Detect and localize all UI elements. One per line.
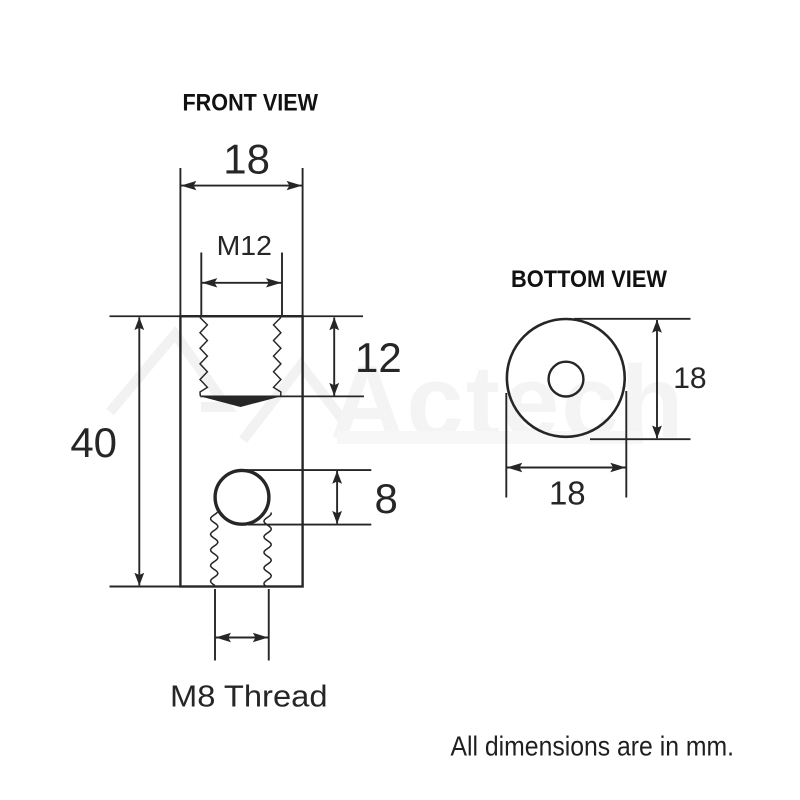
svg-text:M12: M12 (217, 230, 272, 261)
svg-text:18: 18 (223, 136, 270, 183)
svg-text:M8 Thread: M8 Thread (170, 678, 328, 713)
svg-text:BOTTOM VIEW: BOTTOM VIEW (511, 266, 668, 293)
svg-text:12: 12 (355, 334, 402, 381)
svg-text:18: 18 (549, 475, 586, 512)
svg-text:40: 40 (70, 419, 117, 466)
svg-text:18: 18 (673, 362, 706, 395)
svg-text:FRONT VIEW: FRONT VIEW (183, 90, 319, 117)
svg-text:8: 8 (375, 475, 398, 522)
svg-text:All dimensions are in mm.: All dimensions are in mm. (451, 731, 735, 762)
